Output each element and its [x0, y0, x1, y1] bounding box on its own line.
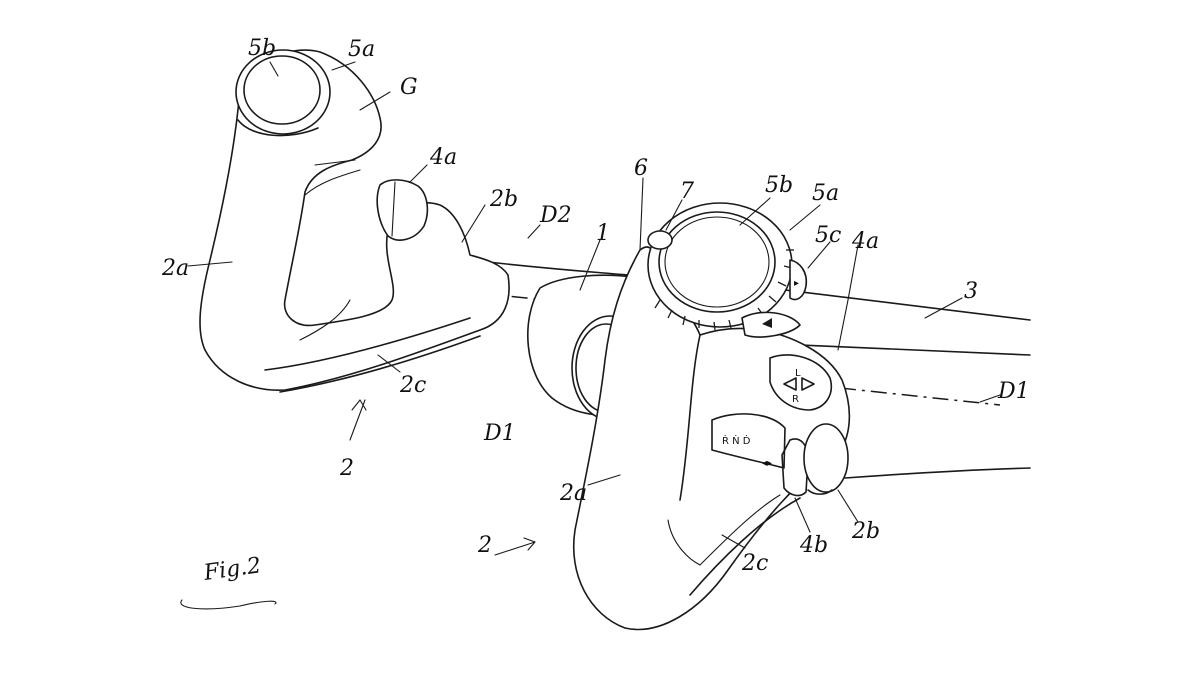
label-6: 6	[634, 156, 648, 181]
label-2-left: 2	[339, 456, 354, 481]
label-d2: D2	[539, 203, 572, 228]
indicator-text-bottom: R	[792, 394, 799, 405]
label-4a-left: 4a	[429, 145, 457, 170]
label-2-right: 2	[477, 533, 492, 558]
label-4b: 4b	[799, 533, 828, 558]
figure-caption: Fig.2	[201, 553, 262, 586]
wheel-arrows: ▸	[794, 278, 799, 289]
gear-selector-text: Ṙ Ṅ Ḋ	[722, 434, 751, 447]
right-handle	[573, 202, 851, 631]
label-d1-right: D1	[997, 379, 1030, 404]
label-5b-left: 5b	[248, 36, 276, 61]
label-2c-left: 2c	[399, 373, 426, 398]
label-2a-right: 2a	[559, 481, 587, 506]
rocker-4b	[781, 438, 809, 497]
switch-legends: Ṙ Ṅ Ḋ L R ◂▸ ▸	[722, 278, 801, 469]
label-5a-left: 5a	[348, 37, 375, 62]
reference-labels: 5b 5a G 4a 2b D2 2a 2c 2 6 7 5b 5a 5c 4a…	[161, 36, 1030, 586]
rocker-arrows: ◂▸	[762, 458, 772, 469]
label-2c-right: 2c	[741, 551, 768, 576]
label-3: 3	[964, 279, 978, 304]
label-2b-right: 2b	[851, 519, 880, 544]
label-5a-right: 5a	[812, 181, 839, 206]
leader-lines	[180, 61, 1001, 610]
label-g: G	[400, 75, 418, 100]
indicator-switch	[769, 354, 832, 411]
left-handle	[199, 49, 510, 393]
label-2a-left: 2a	[161, 256, 189, 281]
indicator-text-top: L	[795, 368, 801, 379]
scroll-wheel-5c	[789, 259, 808, 301]
label-5c: 5c	[815, 223, 841, 248]
label-2b-left: 2b	[489, 187, 518, 212]
label-5b-right: 5b	[765, 173, 793, 198]
label-7: 7	[680, 179, 694, 204]
label-4a-right: 4a	[851, 229, 879, 254]
label-1: 1	[596, 221, 610, 246]
label-d1-center: D1	[483, 421, 516, 446]
button-7	[647, 230, 673, 250]
